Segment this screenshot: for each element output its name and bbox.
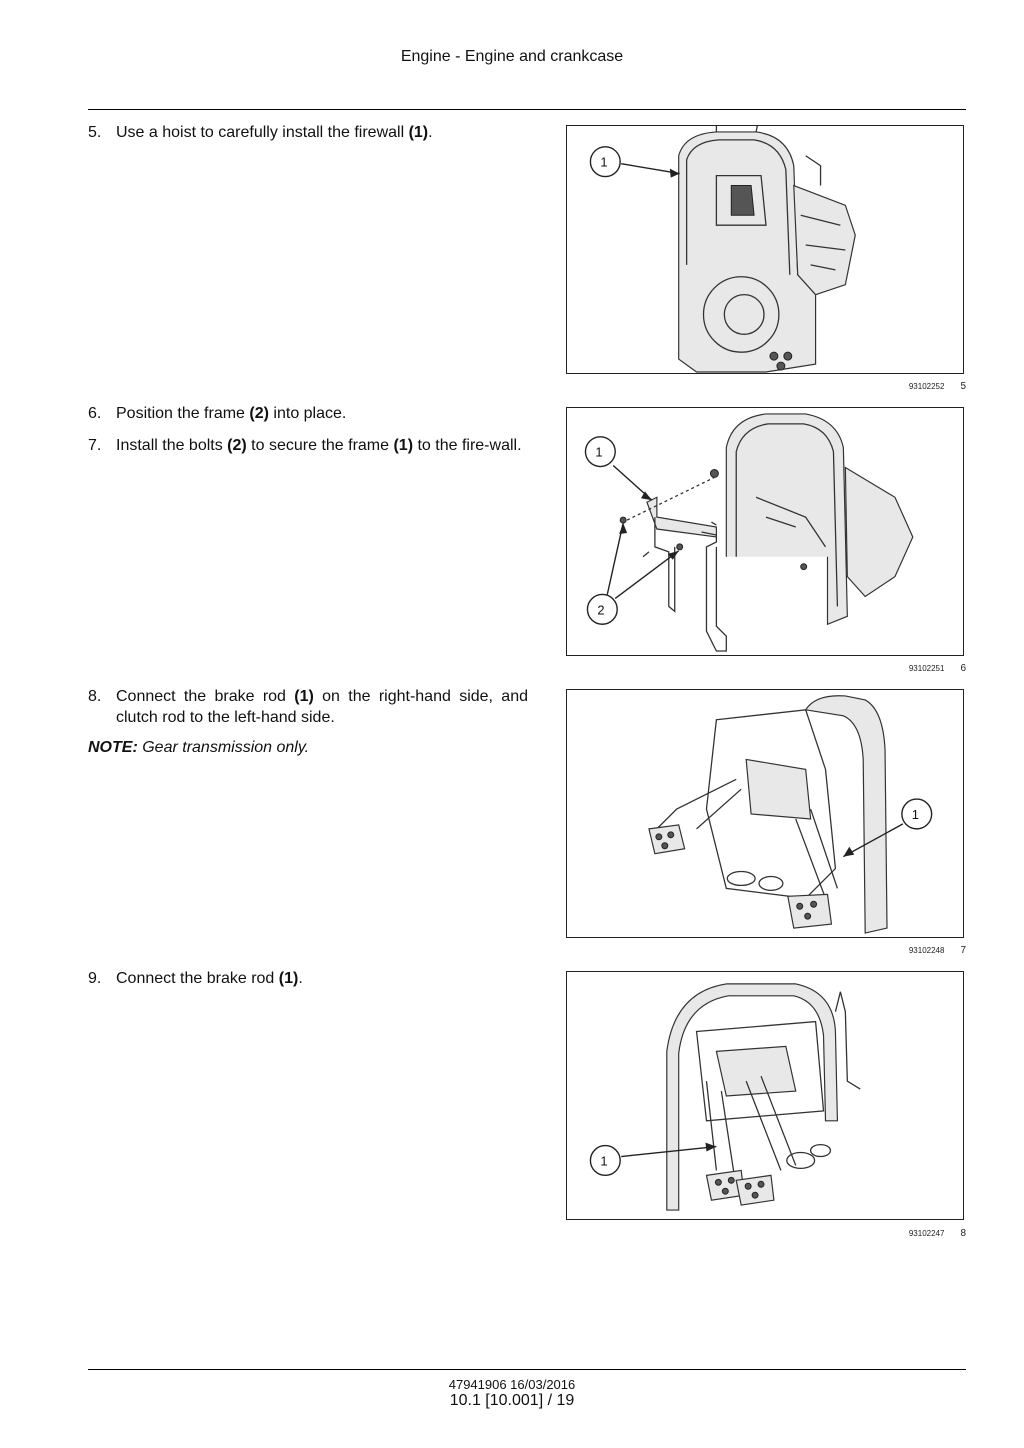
svg-text:1: 1 [595,445,602,460]
svg-text:1: 1 [600,1153,607,1168]
step-number: 9. [88,970,102,987]
step-text: Connect the brake rod [116,688,295,705]
callout-1: 1 [901,798,933,830]
step-number: 7. [88,437,102,454]
figure-caption: 93102252 5 [820,381,966,392]
callout-1: 1 [589,146,621,178]
step-9: 9. Connect the brake rod (1). [88,968,528,989]
figure-caption: 93102248 7 [820,945,966,956]
step-text: Connect the brake rod [116,970,279,987]
callout-leader [621,163,680,175]
firewall-illustration [678,126,856,373]
step-text-end: to the fire-wall. [413,437,522,454]
step-text: Position the frame [116,405,250,422]
figure-frame-bolts: 1 2 [566,407,964,656]
reference-callout: (1) [294,688,314,705]
figure-brake-rod: 1 [566,971,964,1220]
callout-leader [614,550,680,600]
reference-callout: (2) [249,405,269,422]
footer-page-number: 10.1 [10.001] / 19 [449,1392,575,1409]
figure-number: 6 [960,663,966,674]
callout-1: 1 [589,1144,621,1177]
callout-leader [621,1145,717,1158]
reference-callout: (1) [408,124,429,141]
step-text-end: . [428,124,433,141]
step-7: 7. Install the bolts (2) to secure the f… [88,435,528,456]
page-header: Engine - Engine and crankcase [400,48,624,65]
figure-number: 5 [960,381,966,392]
figure-firewall-install: 1 [566,125,964,374]
step-6: 6. Position the frame (2) into place. [88,403,528,424]
footer-doc-code: 47941906 16/03/2016 [448,1377,576,1392]
brake-rod-illustration [666,983,861,1211]
figure-number: 8 [960,1228,966,1239]
step-text-end: on the right-hand side, and clutch rod t… [116,688,528,726]
frame-illustration [619,413,914,652]
svg-text:1: 1 [600,155,607,170]
step-number: 6. [88,405,102,422]
callout-1: 1 [584,436,616,468]
figure-id: 93102247 [908,1229,945,1238]
reference-callout: (2) [227,437,247,454]
reference-callout: (1) [278,970,299,987]
figure-id: 93102252 [908,382,945,391]
step-text-end: . [298,970,303,987]
step-number: 5. [88,124,102,141]
callout-2: 2 [586,593,618,625]
step-text: Use a hoist to carefully install the fir… [116,124,409,141]
step-number: 8. [88,688,102,705]
reference-callout: (1) [393,437,414,454]
step-text-mid: to secure the frame [246,437,394,454]
svg-text:2: 2 [597,602,604,617]
figure-caption: 93102251 6 [820,663,966,674]
figure-number: 7 [960,945,966,956]
note-text: Gear transmission only. [137,739,310,756]
step-text: Install the bolts [116,437,228,454]
figure-caption: 93102247 8 [820,1228,966,1239]
figure-id: 93102251 [908,664,945,673]
header-rule [88,109,966,110]
callout-leader [843,823,904,858]
step-8: 8. Connect the brake rod (1) on the righ… [88,686,528,728]
step-text-end: into place. [268,405,347,422]
footer-rule [88,1369,966,1370]
step-5: 5. Use a hoist to carefully install the … [88,122,528,143]
figure-brake-clutch-rods: 1 [566,689,964,938]
note-label: NOTE: [88,739,138,756]
figure-id: 93102248 [908,946,945,955]
note: NOTE: Gear transmission only. [88,739,309,757]
svg-text:1: 1 [912,807,919,822]
callout-leader [606,522,624,595]
pedal-assembly-illustration [648,695,888,934]
